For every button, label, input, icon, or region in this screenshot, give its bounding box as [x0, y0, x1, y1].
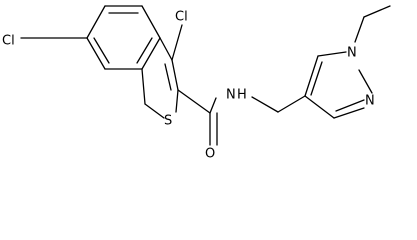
amide-group [177, 89, 218, 146]
chlorine-label-thiophene: Cl [175, 10, 188, 25]
molecule-structure: Cl Cl S N H O N N [2, 5, 391, 162]
pyrazole-n2-label: N [365, 94, 375, 109]
carbonyl-oxygen-label: O [205, 147, 215, 162]
pyrazole-n1-label: N [347, 46, 357, 61]
benzene-ring [86, 5, 161, 70]
amide-hydrogen-label: H [237, 88, 247, 103]
ethyl-bond-1 [354, 16, 365, 43]
ethyl-bond-2 [363, 5, 391, 18]
chlorine-label-ring: Cl [2, 34, 15, 49]
ch2-ring-bond [277, 95, 306, 113]
amide-nitrogen-label: N [226, 88, 236, 103]
c-cl-bond-thiophene [171, 24, 183, 61]
pyrazole-ring [304, 51, 373, 119]
n-ch2-bond [251, 96, 279, 113]
thiophene-ring [141, 37, 179, 119]
sulfur-label: S [164, 114, 172, 129]
